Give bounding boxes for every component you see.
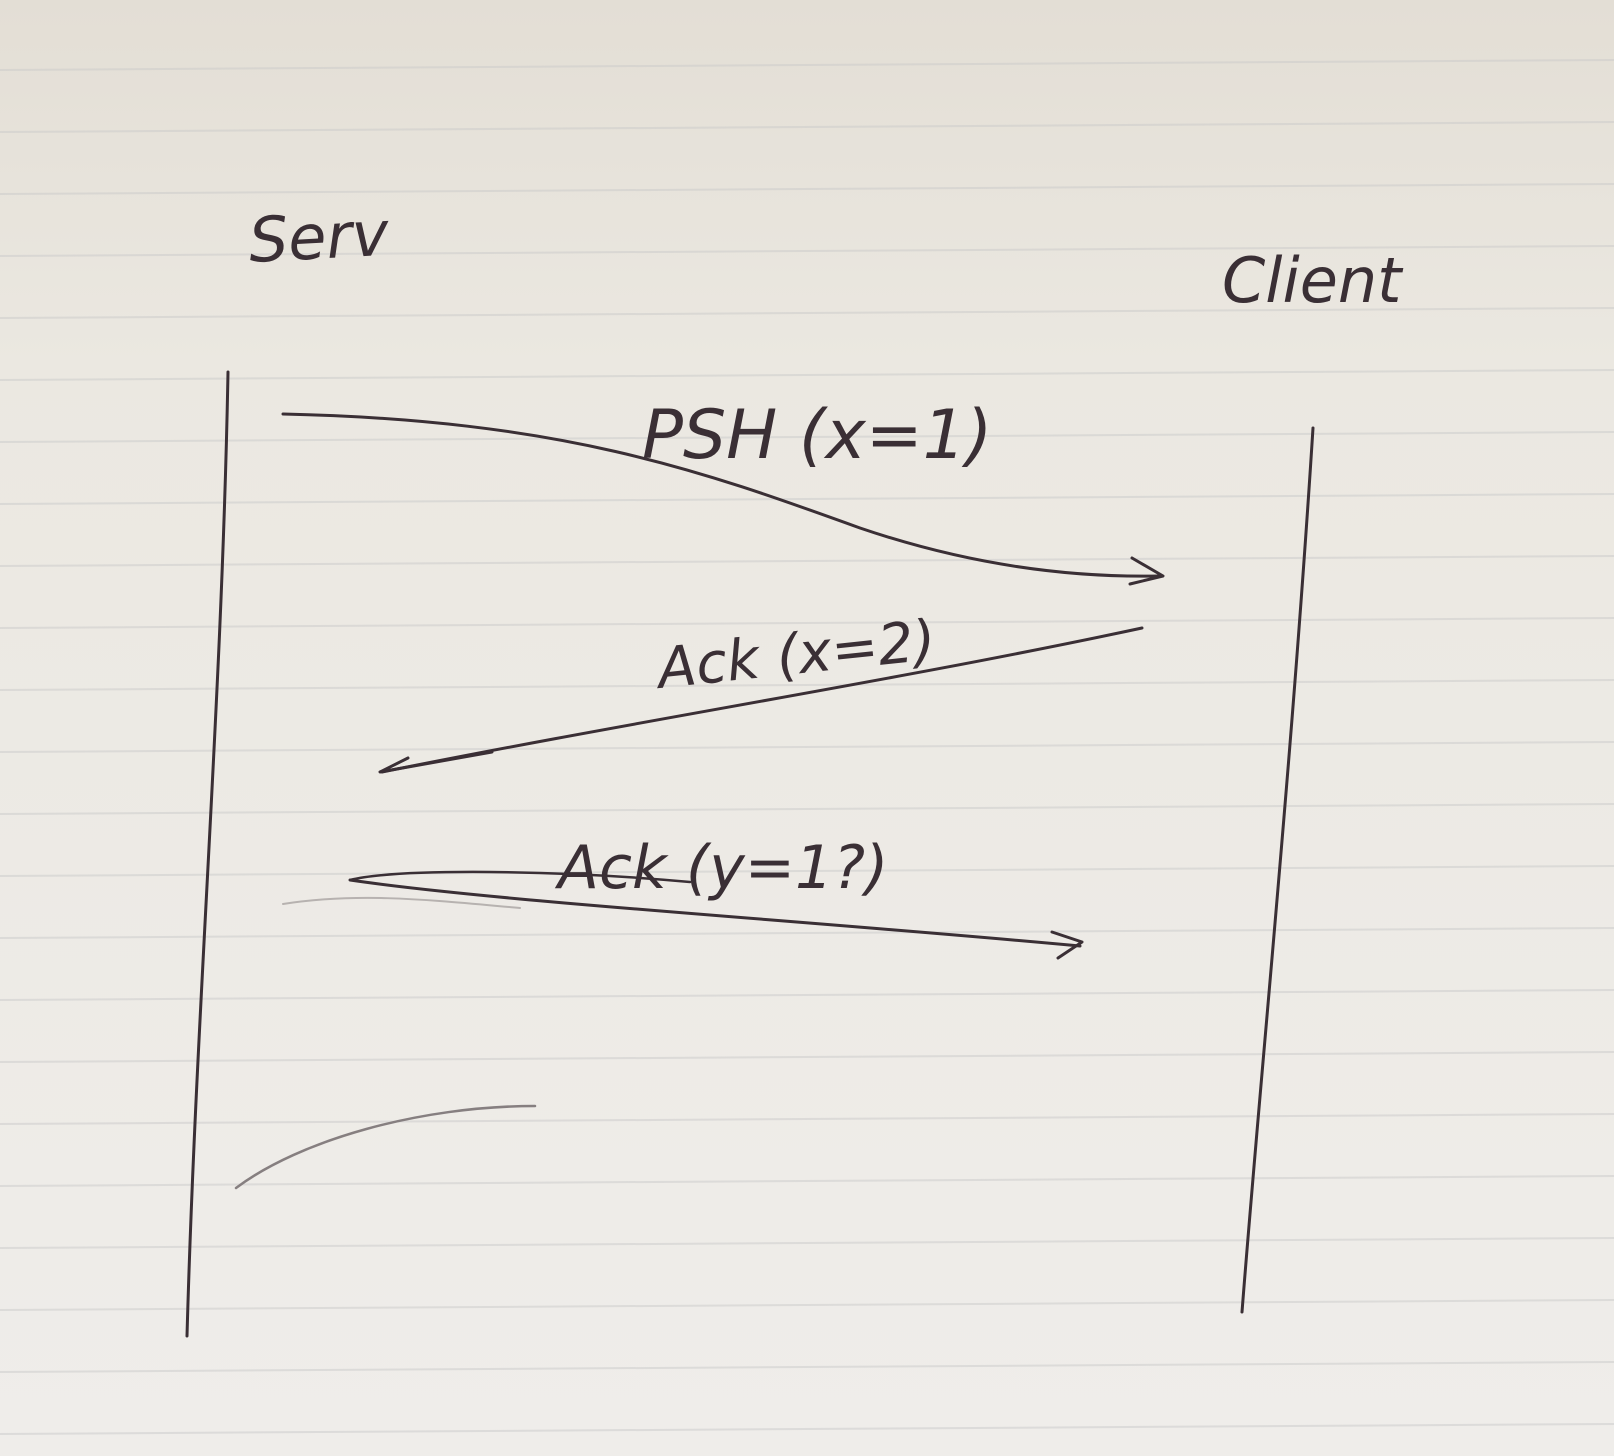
message-3-arrow-underline <box>348 870 692 884</box>
ruled-line <box>0 989 1614 1001</box>
ruled-line <box>0 307 1614 319</box>
ruled-line <box>0 1299 1614 1311</box>
message-1-arrowhead <box>1128 556 1165 586</box>
ruled-line <box>0 431 1614 443</box>
ruled-line <box>0 1175 1614 1187</box>
message-2-arrow <box>380 626 1144 774</box>
message-2-arrowhead <box>378 750 494 774</box>
ruled-line <box>0 1237 1614 1249</box>
ruled-line <box>0 803 1614 815</box>
faint-stroke-near-message-3 <box>282 896 521 909</box>
client-lifeline <box>1240 426 1315 1314</box>
message-3-arrow <box>348 878 1082 948</box>
message-1-label: PSH (x=1) <box>642 396 992 475</box>
ruled-line <box>0 1051 1614 1063</box>
ruled-line <box>0 183 1614 195</box>
ruled-line <box>0 1361 1614 1373</box>
ruled-line <box>0 59 1614 71</box>
participant-client-label: Client <box>1222 244 1404 317</box>
ruled-line <box>0 555 1614 567</box>
ruled-line <box>0 493 1614 505</box>
ruled-line <box>0 369 1614 381</box>
ruled-line <box>0 617 1614 629</box>
ruled-line <box>0 245 1614 257</box>
message-1-arrow <box>281 412 1162 578</box>
server-lifeline <box>185 370 230 1338</box>
message-3-label: Ack (y=1?) <box>554 833 888 903</box>
ruled-line <box>0 1113 1614 1125</box>
ruled-lines <box>0 59 1614 1435</box>
ruled-line <box>0 741 1614 753</box>
ruled-line <box>0 865 1614 877</box>
unfinished-stroke <box>234 1104 537 1190</box>
ruled-line <box>0 1423 1614 1435</box>
ruled-line <box>0 927 1614 939</box>
participant-server-label: Serv <box>247 197 392 277</box>
message-3-arrowhead <box>1050 930 1084 960</box>
ruled-line <box>0 679 1614 691</box>
ruled-line <box>0 121 1614 133</box>
